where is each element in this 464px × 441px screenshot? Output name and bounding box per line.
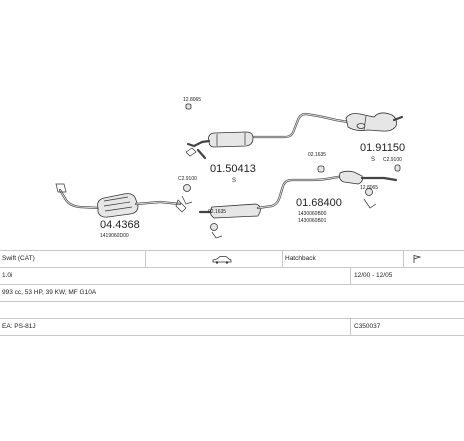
info-row-codes: EA: PS-81J C350037 xyxy=(0,319,464,336)
label-rear-silencer: 01.91150 xyxy=(360,142,405,154)
hanger-rubber xyxy=(317,164,401,173)
label-bracket-1: 02.1635 xyxy=(308,152,326,158)
catalyst xyxy=(97,193,139,218)
flag-icon xyxy=(413,255,422,263)
vehicle-info-table: Swift (CAT) Hatchback 1.0i 12/00 - 12/05… xyxy=(0,250,464,336)
bracket-small xyxy=(181,195,377,239)
intermediate-pipe xyxy=(134,199,187,213)
label-centre-pipe: 01.68400 xyxy=(296,197,342,209)
centre-pipe xyxy=(198,170,398,219)
hanger-small xyxy=(185,103,192,110)
rear-silencer xyxy=(345,112,404,132)
info-row-engine-details: 993 cc, 53 HP, 39 KW, MF G10A xyxy=(0,285,464,302)
front-pipe xyxy=(55,183,102,210)
engine-codes: EA: PS-81J xyxy=(2,323,36,330)
front-silencer-inlet xyxy=(185,140,207,160)
label-rear-silencer-qty: S xyxy=(371,157,375,163)
label-gasket: 12.8065 xyxy=(360,185,378,191)
label-centre-ref-1: 1430060B00 xyxy=(298,211,327,217)
label-bracket-2: 02.1635 xyxy=(208,209,226,215)
label-clamp-1: C2.9100 xyxy=(178,176,197,182)
engine-details: 993 cc, 53 HP, 39 KW, MF G10A xyxy=(2,289,97,296)
label-front-silencer-qty: S xyxy=(232,178,236,184)
label-front-silencer: 01.50413 xyxy=(210,163,256,175)
exhaust-system-diagram: 01.91150 S 01.50413 S 04.4368 1419060D00… xyxy=(55,97,405,239)
body-type: Hatchback xyxy=(285,255,316,262)
label-clamp-2: C2.9100 xyxy=(383,157,402,163)
info-row-engine: 1.0i 12/00 - 12/05 xyxy=(0,268,464,285)
clamp-small xyxy=(183,184,373,231)
engine: 1.0i xyxy=(2,272,13,279)
label-hanger: 12.8065 xyxy=(183,97,201,103)
info-row-model: Swift (CAT) Hatchback xyxy=(0,250,464,268)
hatchback-car-icon xyxy=(212,256,232,264)
rear-pipe-upper xyxy=(250,112,350,139)
production-period: 12/00 - 12/05 xyxy=(354,272,393,279)
info-row-blank xyxy=(0,302,464,319)
label-catalyst: 04.4368 xyxy=(100,219,140,231)
model-name: Swift (CAT) xyxy=(2,255,35,262)
label-catalyst-ref: 1419060D00 xyxy=(100,233,129,239)
catalog-number: C350037 xyxy=(354,323,381,330)
front-silencer xyxy=(200,131,254,148)
label-centre-ref-2: 1430060B01 xyxy=(298,218,327,224)
